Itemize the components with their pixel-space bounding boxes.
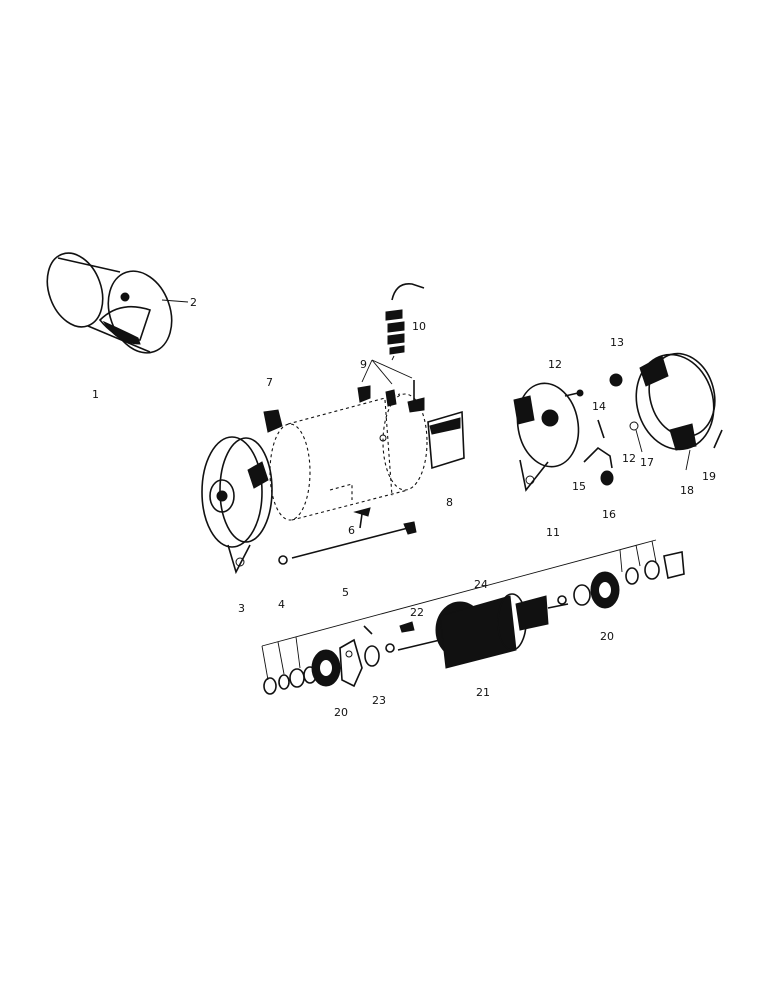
part-21-armature — [397, 593, 569, 669]
leader-lines — [161, 299, 691, 471]
part-11-brush-plate — [513, 382, 580, 492]
part-6-screw — [353, 507, 371, 529]
label-part-20-left: 20 — [334, 706, 348, 719]
part-1-cover-band — [46, 252, 173, 354]
part-3-end-frame — [201, 436, 273, 575]
shaft-washer — [385, 643, 395, 653]
part-22-key — [399, 621, 415, 633]
yoke-body — [269, 393, 428, 521]
label-part-9: 9 — [360, 358, 367, 371]
label-part-2: 2 — [190, 296, 197, 309]
label-part-22: 22 — [410, 606, 424, 619]
label-part-6: 6 — [348, 524, 355, 537]
part-9-screws — [357, 380, 425, 413]
part-19-screw — [713, 429, 723, 449]
part-5-through-bolt — [291, 521, 417, 559]
label-part-21: 21 — [476, 686, 490, 699]
retainer-ring — [557, 595, 567, 605]
label-part-10: 10 — [412, 320, 426, 333]
label-part-17: 17 — [640, 456, 654, 469]
label-part-14: 14 — [592, 400, 606, 413]
part-23-flange-plate — [339, 638, 380, 688]
label-part-1: 1 — [92, 388, 99, 401]
label-part-5: 5 — [342, 586, 349, 599]
label-part-12-upper: 12 — [548, 358, 562, 371]
left-washer-stack — [263, 666, 317, 695]
label-part-11: 11 — [546, 526, 560, 539]
label-part-7: 7 — [266, 376, 273, 389]
part-24-reference-line — [261, 539, 657, 647]
label-part-8: 8 — [446, 496, 453, 509]
part-8-plate — [427, 410, 465, 470]
part-7-terminal — [263, 409, 283, 433]
label-part-15: 15 — [572, 480, 586, 493]
label-part-24: 24 — [474, 578, 488, 591]
label-part-4: 4 — [278, 598, 285, 611]
small-screw — [363, 625, 373, 635]
label-part-19: 19 — [702, 470, 716, 483]
part-18-band-clamp — [635, 352, 716, 451]
part-4-washer — [278, 555, 288, 565]
right-washer-stack — [625, 551, 685, 585]
label-part-3: 3 — [238, 602, 245, 615]
label-part-23: 23 — [372, 694, 386, 707]
label-part-13: 13 — [610, 336, 624, 349]
label-part-16: 16 — [602, 508, 616, 521]
label-part-20-right: 20 — [600, 630, 614, 643]
parts-12-16-hardware — [564, 373, 639, 486]
part-10-cable-boot — [385, 283, 425, 355]
label-part-12-lower: 12 — [622, 452, 636, 465]
part-20-bearings — [311, 571, 620, 687]
label-part-18: 18 — [680, 484, 694, 497]
part-24-ticks — [261, 540, 657, 681]
